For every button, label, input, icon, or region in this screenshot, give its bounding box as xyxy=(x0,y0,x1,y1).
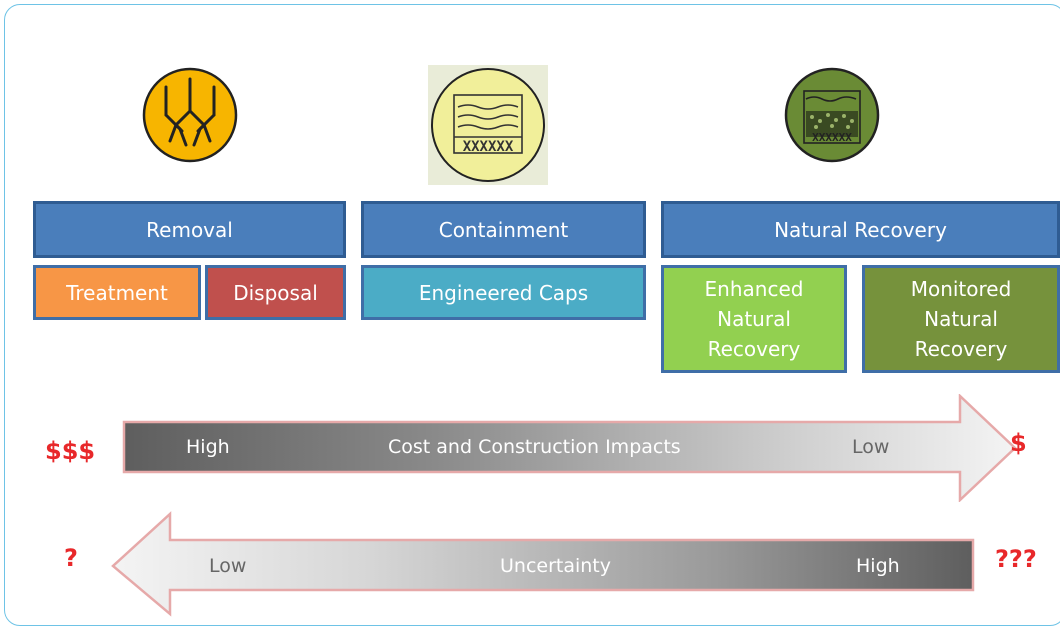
uncertainty-low-label: Low xyxy=(209,555,247,577)
natural-recovery-label: Natural Recovery xyxy=(774,217,947,242)
enhanced-line-3: Recovery xyxy=(707,337,801,361)
cost-high-label: High xyxy=(186,436,230,458)
removal-label: Removal xyxy=(146,217,233,242)
sediment-recovery-icon: XXXXXX xyxy=(784,67,880,163)
cost-center-label: Cost and Construction Impacts xyxy=(388,436,681,458)
enhanced-line-2: Natural xyxy=(717,307,791,331)
engineered-caps-box: Engineered Caps xyxy=(361,265,646,320)
cost-high-marker: $$$ xyxy=(45,437,96,465)
treatment-box: Treatment xyxy=(33,265,201,320)
cost-arrow xyxy=(122,394,1017,502)
dredge-claw-icon xyxy=(142,67,238,163)
cap-layers-icon: XXXXXX xyxy=(428,65,548,185)
cost-low-marker: $ xyxy=(1010,429,1027,457)
cost-low-label: Low xyxy=(852,436,890,458)
monitored-natural-recovery-box: Monitored Natural Recovery xyxy=(862,265,1060,373)
engineered-caps-label: Engineered Caps xyxy=(418,280,589,305)
enhanced-natural-recovery-box: Enhanced Natural Recovery xyxy=(661,265,847,373)
uncertainty-low-marker: ? xyxy=(64,544,78,572)
treatment-label: Treatment xyxy=(66,280,168,305)
enhanced-line-1: Enhanced xyxy=(704,277,804,301)
uncertainty-high-marker: ??? xyxy=(995,545,1037,573)
uncertainty-arrow xyxy=(111,511,975,617)
svg-text:XXXXXX: XXXXXX xyxy=(463,139,514,155)
uncertainty-high-label: High xyxy=(856,555,900,577)
disposal-box: Disposal xyxy=(205,265,346,320)
disposal-label: Disposal xyxy=(233,280,318,305)
monitored-line-2: Natural xyxy=(924,307,998,331)
monitored-line-1: Monitored xyxy=(910,277,1012,301)
natural-recovery-box: Natural Recovery xyxy=(661,201,1060,258)
svg-text:XXXXXX: XXXXXX xyxy=(812,131,852,144)
containment-box: Containment xyxy=(361,201,646,258)
monitored-line-3: Recovery xyxy=(914,337,1008,361)
uncertainty-center-label: Uncertainty xyxy=(500,555,612,577)
containment-label: Containment xyxy=(438,217,569,242)
removal-box: Removal xyxy=(33,201,346,258)
